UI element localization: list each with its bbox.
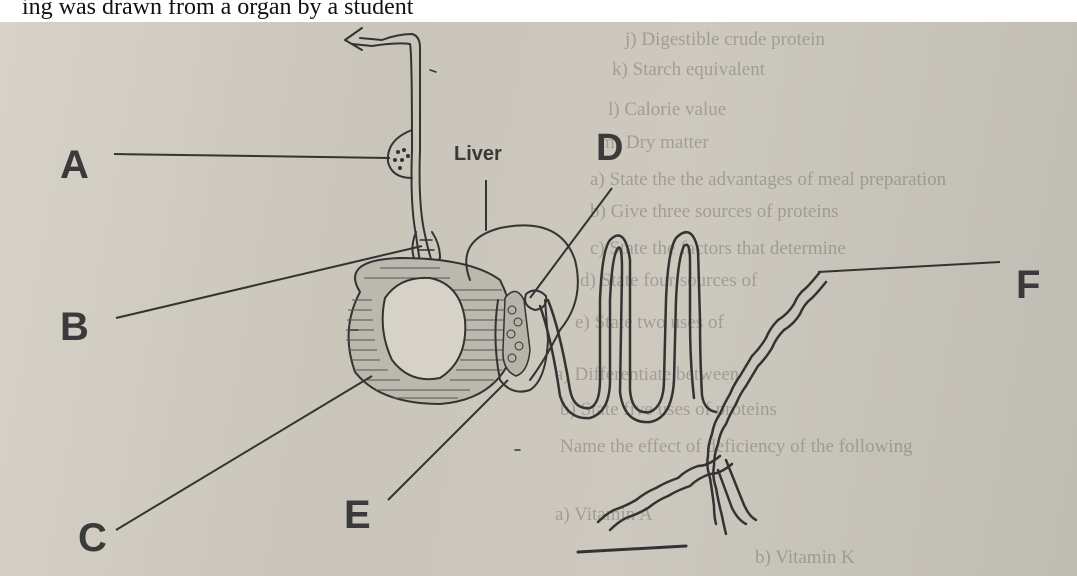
crop xyxy=(388,130,412,178)
leader-line-f xyxy=(818,262,1000,272)
label-f: F xyxy=(1016,263,1040,307)
label-c: C xyxy=(78,516,107,560)
oesophagus xyxy=(345,28,432,262)
ink-underline xyxy=(578,546,686,552)
label-a: A xyxy=(60,143,89,187)
bleed-line: b) Vitamin K xyxy=(755,547,855,568)
label-e: E xyxy=(344,493,371,537)
diagram-svg: j) Digestible crude protein k) Starch eq… xyxy=(0,22,1077,576)
bleed-line: j) Digestible crude protein xyxy=(624,29,825,50)
label-b: B xyxy=(60,305,89,349)
bleed-through-text: j) Digestible crude protein k) Starch eq… xyxy=(555,29,947,568)
label-d: D xyxy=(596,127,623,169)
caption-strip: ing was drawn from a organ by a student xyxy=(0,0,1077,22)
bleed-line: b) Give three sources of proteins xyxy=(590,201,839,222)
bleed-line: Name the effect of deficiency of the fol… xyxy=(560,436,913,457)
bleed-line: k) Starch equivalent xyxy=(612,59,766,80)
caption-text: ing was drawn from a organ by a student xyxy=(22,0,413,21)
bleed-line: e) State two uses of xyxy=(575,312,724,333)
gizzard xyxy=(346,258,514,404)
label-liver: Liver xyxy=(454,143,502,165)
leader-line-a xyxy=(114,154,390,158)
diagram-photo: j) Digestible crude protein k) Starch eq… xyxy=(0,22,1077,576)
bleed-line: l) Calorie value xyxy=(608,99,726,120)
bleed-line: a) Differentiate between xyxy=(555,364,740,385)
leader-line-c xyxy=(116,376,372,530)
leader-lines xyxy=(114,154,1000,530)
bleed-line: a) State the the advantages of meal prep… xyxy=(590,169,947,190)
